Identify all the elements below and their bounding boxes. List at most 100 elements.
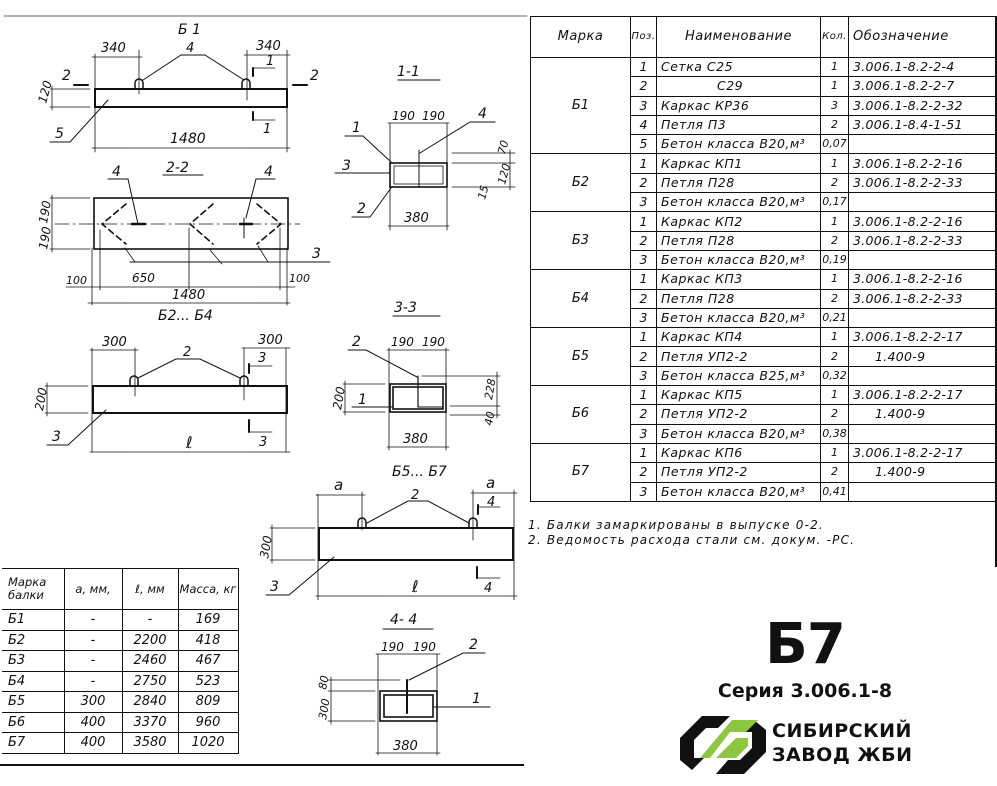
section-mark-4-top: 4 [487, 495, 495, 510]
spec-name: Бетон класса В20,м³ [656, 481, 821, 502]
mass-a: 400 [63, 732, 123, 754]
mass-header-mark: Марка балки [2, 568, 65, 610]
mass-length: 2460 [121, 650, 179, 672]
section-mark-3-bottom: 3 [259, 435, 267, 450]
header-pos: Поз. [630, 16, 657, 58]
section-mark-3-top: 3 [258, 351, 266, 366]
lifting-loop-right [241, 78, 251, 90]
spec-name: Каркас КП5 [656, 385, 821, 406]
leader-label-3: 3 [52, 429, 61, 445]
drawing-title-1-1: 1-1 [397, 64, 420, 80]
leader-label-1: 1 [472, 691, 481, 707]
dim-b5-length: ℓ [411, 577, 419, 596]
dim-2-2-mid: 650 [132, 271, 155, 285]
mass-value: 467 [177, 650, 239, 672]
mass-length: - [121, 609, 179, 631]
logo-green-band [700, 720, 758, 758]
mass-length: 2840 [121, 691, 179, 713]
mass-length: 2750 [121, 670, 179, 692]
dim-3-3-w1: 190 [391, 335, 414, 349]
mass-table: Марка балки a, мм, ℓ, мм Масса, кг Б1--1… [2, 568, 239, 754]
section-mark-1-top: 1 [266, 54, 274, 69]
dim-3-3-lower: 40 [482, 410, 497, 426]
mass-header-a: a, мм, [63, 568, 123, 610]
spec-code: 3.006.1-8.2-2-4 [848, 56, 997, 78]
mass-mark: Б7 [2, 732, 65, 754]
dim-2-2-h2: 190 [36, 225, 54, 250]
dim-b2-left: 300 [102, 335, 127, 350]
header-mark: Марка [530, 16, 631, 58]
spec-code: 1.400-9 [848, 346, 997, 367]
section-mark-1-bottom: 1 [263, 122, 271, 137]
dim-1-1-w2: 190 [422, 109, 445, 123]
spec-header-row: Марка Поз. Наименование Кол. Обозначение [530, 16, 997, 58]
leader-loop [142, 54, 245, 81]
header-name: Наименование [656, 16, 821, 58]
spec-code: 3.006.1-8.2-2-33 [848, 230, 997, 251]
series-label: Серия 3.006.1-8 [717, 680, 893, 702]
spec-name: Бетон класса В20,м³ [656, 307, 821, 329]
spec-name: Бетон класса В20,м³ [656, 423, 821, 444]
spec-name: Бетон класса В25,м³ [656, 365, 821, 387]
leader-label-2: 2 [469, 637, 478, 653]
dim-b2-right: 300 [258, 333, 283, 348]
drawing-title-b5-b7: Б5... Б7 [392, 464, 447, 480]
spec-code: 3.006.1-8.2-2-16 [848, 153, 997, 174]
mass-a: - [63, 670, 123, 692]
dim-4-4-w2: 190 [413, 640, 436, 654]
company-line-2: ЗАВОД ЖБИ [772, 744, 913, 766]
spec-qty: 0,17 [820, 192, 849, 213]
mass-mark: Б4 [2, 670, 65, 692]
drawing-title-2-2: 2-2 [166, 160, 189, 176]
leader-label-2: 2 [352, 334, 361, 350]
drawing-title-b1: Б 1 [178, 22, 201, 38]
note-1: 1. Балки замаркированы в выпуске 0-2. [528, 518, 824, 532]
spec-name: Каркас КП3 [656, 269, 821, 290]
spec-mark: Б7 [530, 442, 631, 502]
dim-4-4-height: 300 [316, 698, 332, 721]
dim-3-3-w2: 190 [422, 335, 445, 349]
mass-value: 169 [177, 609, 239, 631]
mass-value: 1020 [177, 732, 239, 754]
mass-a: - [63, 629, 123, 651]
mass-header-row: Марка балки a, мм, ℓ, мм Масса, кг [2, 568, 239, 610]
mass-length: 3580 [121, 732, 179, 754]
dim-2-2-h1: 190 [36, 199, 54, 224]
leader-label-3: 3 [312, 246, 321, 262]
sibirsky-zavod-logo-icon [680, 716, 766, 774]
spec-code: 3.006.1-8.2-2-16 [848, 211, 997, 232]
leader-label-4: 4 [186, 41, 194, 56]
mass-value: 523 [177, 670, 239, 692]
spec-qty: 0,19 [820, 249, 849, 271]
drawing-section-4-4: 4- 4 190 190 380 300 80 2 1 [316, 612, 491, 756]
dim-3-3-height: 200 [330, 385, 348, 410]
dim-b1-right: 340 [256, 39, 281, 54]
mass-value: 418 [177, 629, 239, 651]
dim-b2-length: ℓ [185, 433, 193, 452]
leader-label-1: 1 [358, 392, 367, 408]
logo-green-tip [716, 738, 748, 758]
mass-mark: Б3 [2, 650, 65, 672]
spec-code: 3.006.1-8.2-2-17 [848, 442, 997, 464]
leader-label-5: 5 [55, 126, 64, 142]
spec-mark: Б5 [530, 327, 631, 387]
spec-name: Бетон класса В20,м³ [656, 249, 821, 271]
section-mark-2-left: 2 [62, 68, 71, 84]
dim-b2-height: 200 [32, 386, 50, 411]
technical-drawings: Б 1 4 340 340 120 1480 5 2 2 1 [3, 15, 528, 600]
spec-code: 3.006.1-8.2-2-33 [848, 172, 997, 194]
dim-1-1-top: 70 [495, 139, 511, 156]
spec-code: 3.006.1-8.2-2-17 [848, 327, 997, 348]
dim-3-3-upper: 228 [482, 378, 498, 401]
